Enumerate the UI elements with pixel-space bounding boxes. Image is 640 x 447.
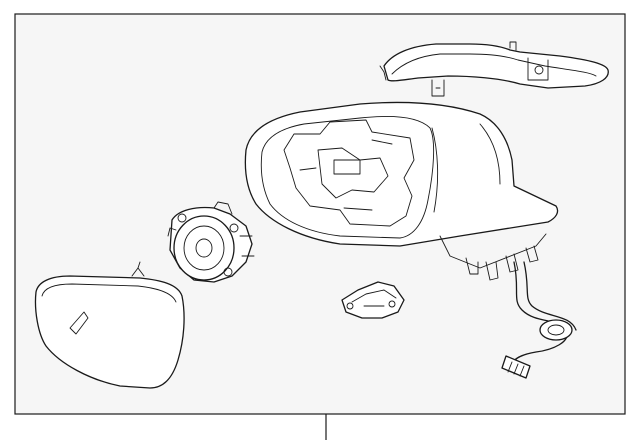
motor-icon bbox=[167, 201, 255, 283]
bracket-icon bbox=[341, 281, 405, 319]
mirror-glass-icon bbox=[34, 261, 185, 389]
turn-signal-lamp-icon bbox=[379, 41, 609, 97]
mirror-housing-icon bbox=[244, 101, 559, 281]
wire-harness-icon bbox=[501, 261, 577, 379]
